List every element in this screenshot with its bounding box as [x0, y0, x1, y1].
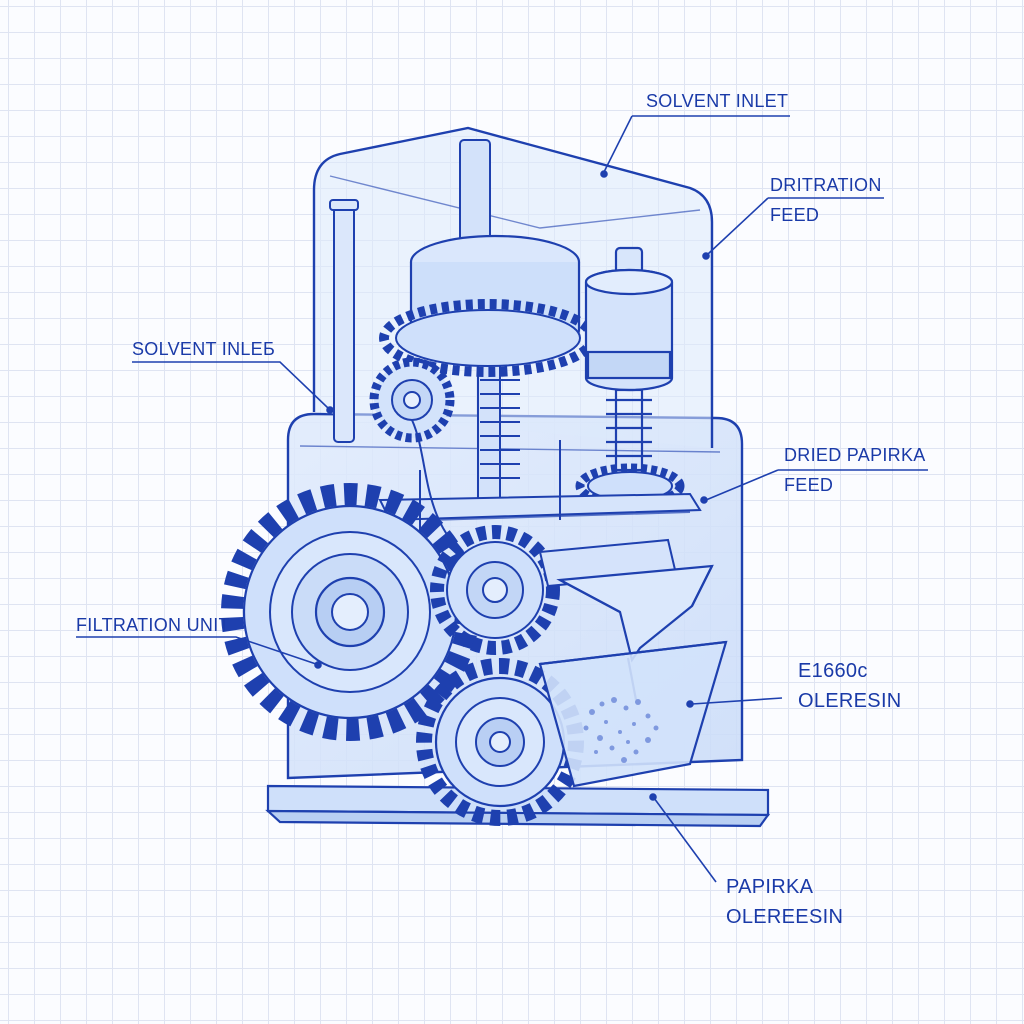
drive-gear-small [369, 357, 455, 443]
collection-tank [538, 640, 728, 788]
platform-rails [378, 440, 702, 540]
label-filtration-unit: FILTRATION UNIT [76, 615, 230, 635]
screw-spring [480, 379, 520, 479]
leader-lines [76, 115, 928, 883]
label-dried-papirka-feed: DRIED PAPIRKA FEED [784, 445, 926, 495]
solvent-pipe [329, 199, 359, 443]
feed-cylinder [584, 246, 674, 472]
label-papirka-olereesin: PAPIRKA OLEREESIN [726, 876, 844, 928]
label-e1660c-oleresin: E1660c OLERESIN [798, 660, 902, 712]
label-dritration-feed: DRITRATION FEED [770, 175, 882, 225]
main-gear [221, 483, 479, 741]
oleoresin-particles [583, 697, 659, 763]
label-solvent-inleb: SOLVENT INLEБ [132, 339, 276, 359]
middle-gear [430, 525, 560, 655]
label-solvent-inlet-top: SOLVENT INLET [646, 91, 789, 111]
